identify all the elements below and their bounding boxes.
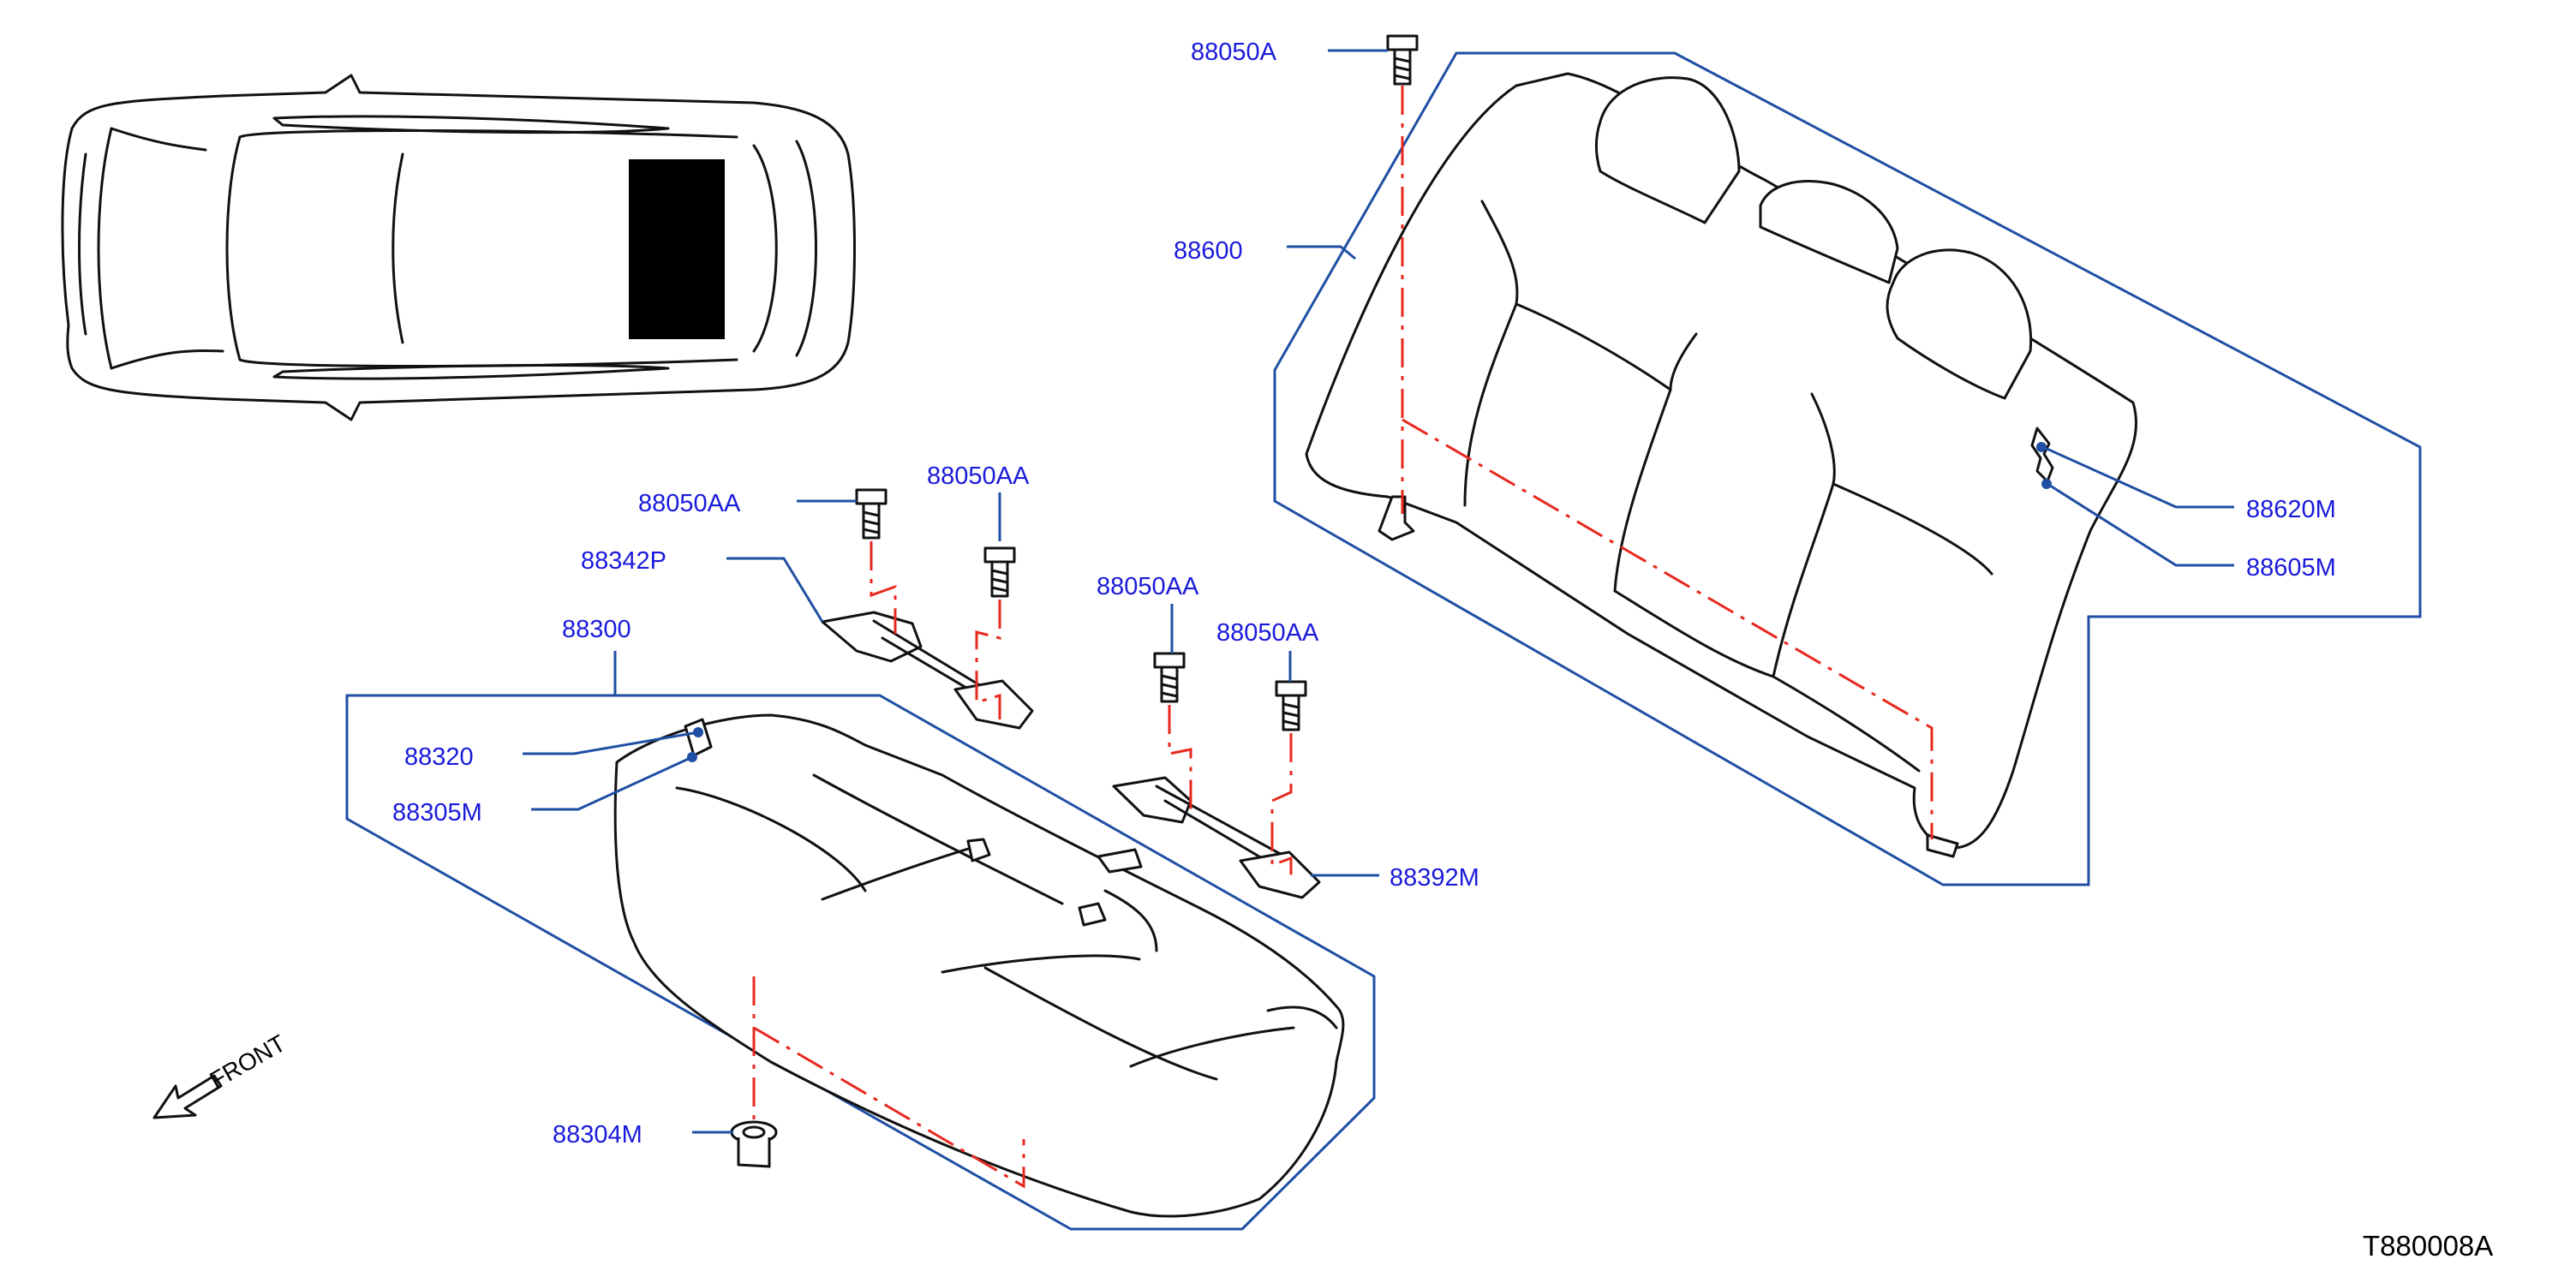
bolt-88050aa-d-icon [1275, 680, 1307, 731]
clip-88304m-icon [730, 1120, 778, 1168]
cushion-part [613, 713, 1345, 1218]
bracket-88392m-part [1112, 776, 1321, 899]
callout-88050aa-a: 88050AA [638, 490, 741, 517]
seatback-group-outline [1273, 51, 2422, 886]
bolt-88050aa-a-icon [855, 488, 888, 540]
leader-lines [523, 49, 2234, 1134]
bolt-88050aa-c-icon [1153, 652, 1186, 703]
callout-88304m: 88304M [553, 1121, 643, 1149]
bracket-88342p-part [821, 611, 1034, 730]
cushion-group-outline [345, 694, 1376, 1231]
seatback-centerline-diagonal [1402, 418, 1933, 839]
diagram-code: T880008A [2363, 1230, 2493, 1262]
callout-88605m: 88605M [2246, 554, 2336, 582]
front-label: FRONT [206, 1029, 290, 1094]
car-top-view-icon [61, 74, 856, 421]
callout-88392m: 88392M [1390, 864, 1479, 892]
callout-88320: 88320 [404, 743, 474, 771]
bolt-88050a-icon [1386, 34, 1419, 86]
callout-88050aa-b: 88050AA [927, 462, 1030, 490]
callout-88305m: 88305M [392, 799, 482, 826]
callout-88050aa-c: 88050AA [1097, 573, 1199, 600]
callout-88050a: 88050A [1191, 39, 1277, 66]
label-anchor-88620m [2036, 442, 2047, 452]
callout-88050aa-d: 88050AA [1216, 619, 1319, 647]
left-bracket-centerline [870, 541, 1001, 724]
label-anchor-88605m [2041, 479, 2052, 489]
callout-88300: 88300 [562, 616, 631, 643]
bolt-88050aa-b-icon [983, 546, 1016, 598]
front-arrow-icon [152, 1074, 223, 1119]
callout-88620m: 88620M [2246, 496, 2336, 523]
right-bracket-centerline [1168, 705, 1293, 882]
seat-location-marker [629, 159, 725, 339]
cushion-centerline [752, 976, 1025, 1189]
callout-88342p: 88342P [581, 547, 666, 575]
seatback-part [1305, 72, 2138, 858]
callout-88600: 88600 [1174, 237, 1243, 265]
